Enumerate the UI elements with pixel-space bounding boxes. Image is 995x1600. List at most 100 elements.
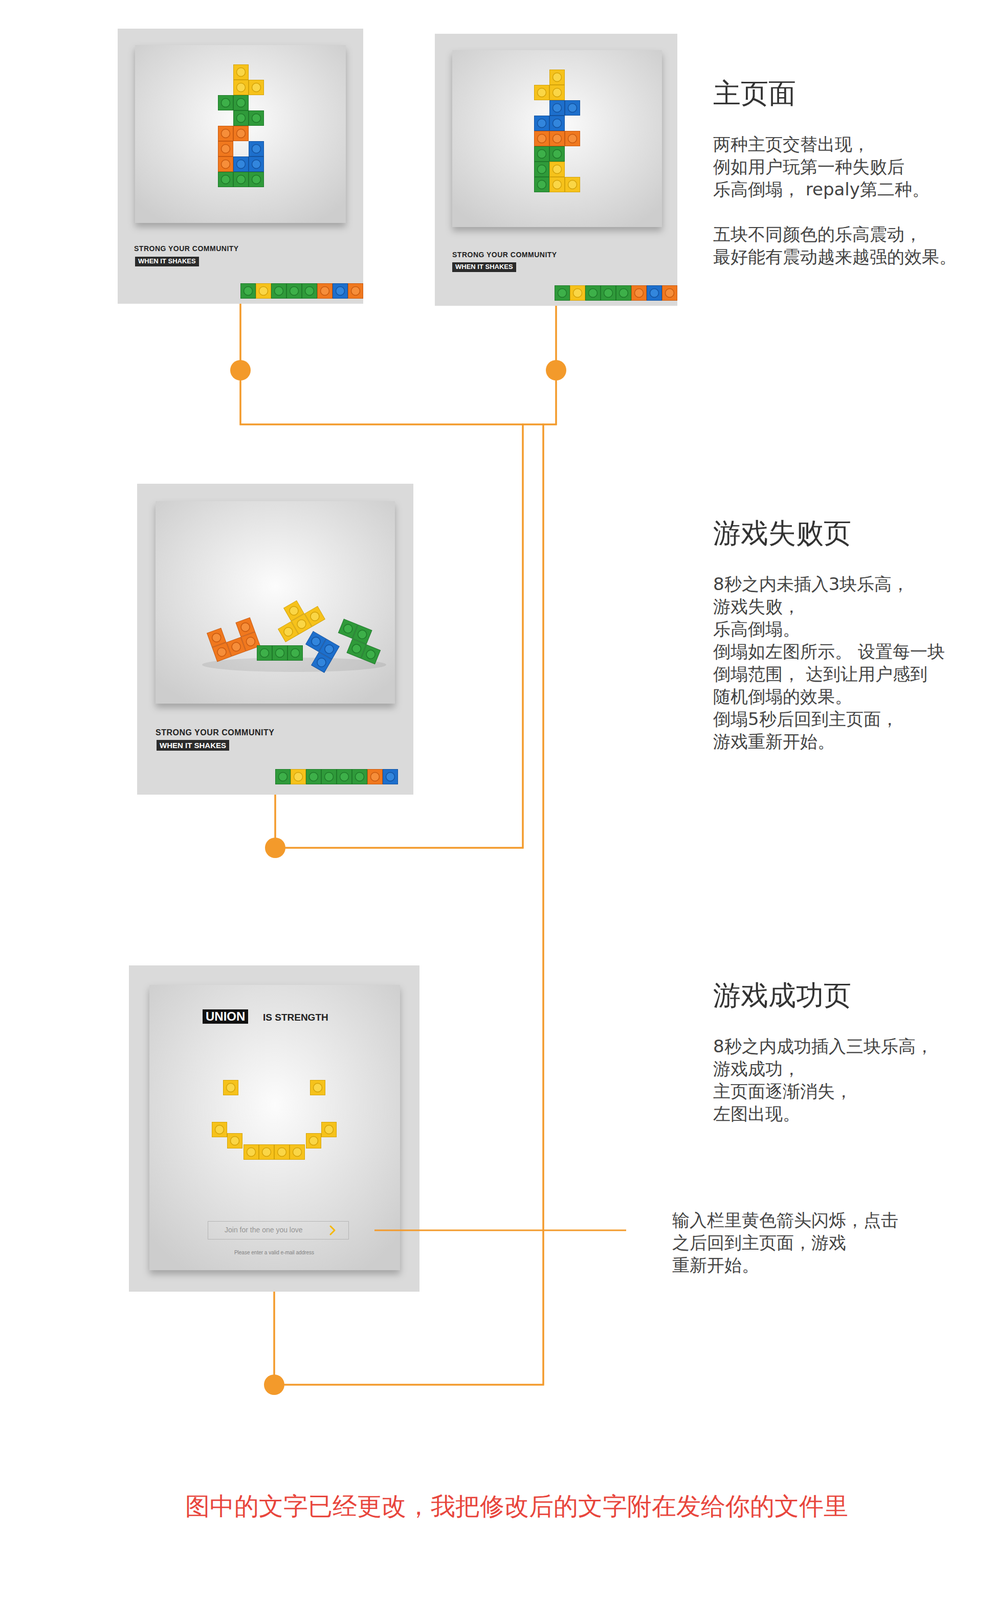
art-part (135, 45, 346, 224)
connector-dot (264, 837, 286, 859)
art-part (452, 50, 662, 228)
text-slot: IS STRENGTH (262, 1012, 329, 1024)
art-part (565, 177, 581, 193)
revision-note: 图中的文字已经更改，我把修改后的文字附在发给你的文件里 (185, 1491, 849, 1522)
text-line: 输入栏里黄色箭头闪烁，点击 (672, 1209, 899, 1232)
art-part (226, 637, 246, 657)
poster-success (128, 965, 420, 1293)
art-part (259, 1145, 275, 1161)
text-slot: Join for the one you love (224, 1226, 303, 1235)
art-part (137, 483, 414, 795)
art-part (306, 769, 322, 785)
flow-connector (275, 305, 557, 849)
art-part (278, 622, 299, 643)
art-part (235, 617, 255, 637)
art-part (257, 646, 273, 661)
art-part (298, 631, 340, 674)
flow-connector (274, 305, 557, 1386)
art-part (291, 614, 313, 635)
text-slot: STRONG YOUR COMMUNITY (155, 728, 275, 738)
art-part (249, 80, 264, 96)
art-part (647, 285, 662, 301)
art-part (304, 606, 326, 628)
flow-connector (240, 303, 544, 1386)
art-part (218, 95, 234, 111)
art-part (212, 1122, 228, 1138)
art-part (223, 1080, 239, 1096)
section-heading: 主页面 (713, 76, 796, 110)
text-line: 五块不同颜色的乐高震动， (713, 223, 957, 246)
art-part (616, 285, 632, 301)
art-part (305, 631, 327, 653)
art-part (249, 141, 264, 157)
section-heading: 游戏成功页 (713, 979, 852, 1013)
label-slot: 8秒之内成功插入三块乐高， 游戏成功， 主页面逐渐消失， 左图出现。 (713, 1035, 934, 1126)
poster-slogan: STRONG YOUR COMMUNITY (134, 244, 239, 253)
text-slot: UNION (202, 1009, 249, 1025)
art-part (534, 116, 550, 131)
art-part (271, 283, 287, 299)
label-slot: 主页面 (713, 76, 796, 110)
poster-main-b (434, 33, 678, 306)
text-line: 最好能有震动越来越强的效果。 (713, 245, 957, 269)
art-part (249, 157, 264, 172)
art-part (383, 769, 398, 785)
text-line: 主页面逐渐消失， (713, 1080, 934, 1103)
art-part (310, 1080, 326, 1096)
text-line: 8秒之内成功插入三块乐高， (713, 1035, 934, 1058)
art-part (207, 628, 227, 648)
text-line: 左图出现。 (713, 1102, 934, 1126)
poster-screen: STRONG YOUR COMMUNITY WHEN IT SHAKES (137, 483, 414, 795)
slogan-tag: WHEN IT SHAKES (156, 740, 230, 751)
art-part (202, 657, 387, 673)
poster-screen: UNIONIS STRENGTHPlease enter a valid e-m… (128, 965, 420, 1293)
art-part (534, 131, 550, 147)
text-line: 倒塌范围， 达到让用户感到 (713, 662, 945, 686)
art-part (434, 33, 678, 306)
leader-line (374, 1230, 627, 1232)
art-part (233, 80, 249, 96)
label-slot: 输入栏里黄色箭头闪烁，点击 之后回到主页面，游戏 重新开始。 (672, 1209, 899, 1277)
text-line: 乐高倒塌， repaly第二种。 (713, 178, 930, 201)
art-part (212, 643, 232, 662)
art-part (218, 157, 234, 172)
art-part (291, 769, 306, 785)
text-line: 游戏重新开始。 (713, 730, 945, 754)
art-part (155, 501, 395, 704)
art-part (311, 652, 333, 674)
label-slot: 两种主页交替出现， 例如用户玩第一种失败后 乐高倒塌， repaly第二种。 (713, 133, 930, 201)
art-part (274, 1145, 290, 1161)
art-part (240, 632, 260, 652)
art-part (352, 769, 368, 785)
art-part (275, 769, 291, 785)
art-part (233, 111, 249, 126)
art-part (317, 283, 333, 299)
art-part (117, 28, 364, 304)
art-part (549, 70, 565, 85)
art-part (321, 1122, 337, 1138)
art-part (631, 285, 647, 301)
poster-screen: STRONG YOUR COMMUNITY WHEN IT SHAKES (117, 28, 364, 304)
art-part (306, 1134, 322, 1149)
poster-slogan: STRONG YOUR COMMUNITY (155, 728, 275, 738)
text-slot: WHEN IT SHAKES (156, 740, 230, 751)
art-part (337, 769, 352, 785)
art-part (549, 146, 565, 162)
art-part (534, 177, 550, 193)
art-part (565, 131, 581, 147)
art-part (244, 1145, 259, 1161)
headline: IS STRENGTH (262, 1012, 329, 1024)
art-part (549, 85, 565, 101)
art-part (302, 283, 318, 299)
art-part (549, 100, 565, 116)
label-slot: 游戏成功页 (713, 979, 852, 1013)
blinking-arrow (330, 1226, 335, 1235)
section-note: 五块不同颜色的乐高震动， 最好能有震动越来越强的效果。 (713, 223, 957, 269)
art-part (348, 283, 364, 299)
connector-dot (545, 360, 567, 381)
art-part (319, 639, 340, 660)
art-part (361, 645, 381, 665)
art-part (570, 285, 586, 301)
text-slot: WHEN IT SHAKES (135, 255, 199, 267)
